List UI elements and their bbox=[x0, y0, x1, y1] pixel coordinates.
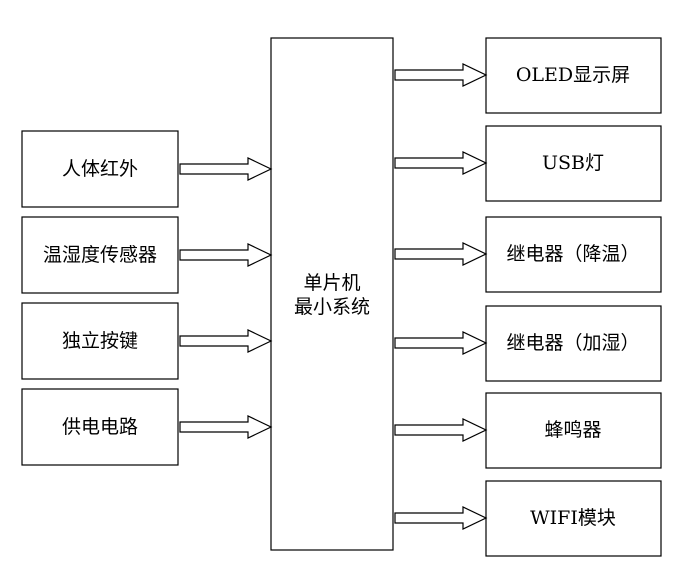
output-label-oled: OLED显示屏 bbox=[516, 64, 630, 86]
output-label-usb-lamp: USB灯 bbox=[542, 152, 604, 174]
output-block-oled bbox=[485, 37, 662, 114]
input-block-ir-sensor bbox=[21, 130, 179, 208]
output-arrow-buzzer bbox=[394, 418, 488, 442]
input-arrow-temp-humidity bbox=[179, 243, 273, 267]
input-label-temp-humidity: 温湿度传感器 bbox=[43, 244, 157, 266]
input-label-buttons: 独立按键 bbox=[62, 330, 138, 352]
output-block-wifi bbox=[485, 480, 662, 557]
output-label-relay-humidify: 继电器（加湿） bbox=[506, 332, 639, 354]
input-arrow-power bbox=[179, 415, 273, 439]
mcu-label-line2: 最小系统 bbox=[294, 296, 370, 318]
output-block-relay-cooling bbox=[485, 216, 662, 293]
output-label-wifi: WIFI模块 bbox=[530, 507, 616, 529]
input-label-power: 供电电路 bbox=[62, 416, 138, 438]
mcu-block bbox=[270, 37, 394, 551]
input-arrow-buttons bbox=[179, 329, 273, 353]
output-label-relay-cooling: 继电器（降温） bbox=[506, 243, 639, 265]
input-block-temp-humidity bbox=[21, 216, 179, 294]
input-label-ir-sensor: 人体红外 bbox=[62, 158, 138, 180]
output-arrow-oled bbox=[394, 63, 488, 87]
output-arrow-wifi bbox=[394, 506, 488, 530]
mcu-label-line1: 单片机 bbox=[303, 272, 360, 294]
input-arrow-ir-sensor bbox=[179, 157, 273, 181]
input-block-power bbox=[21, 388, 179, 466]
output-label-buzzer: 蜂鸣器 bbox=[544, 419, 601, 441]
output-arrow-usb-lamp bbox=[394, 151, 488, 175]
output-arrow-relay-humidify bbox=[394, 331, 488, 355]
input-block-buttons bbox=[21, 302, 179, 380]
output-arrow-relay-cooling bbox=[394, 242, 488, 266]
output-block-usb-lamp bbox=[485, 125, 662, 202]
